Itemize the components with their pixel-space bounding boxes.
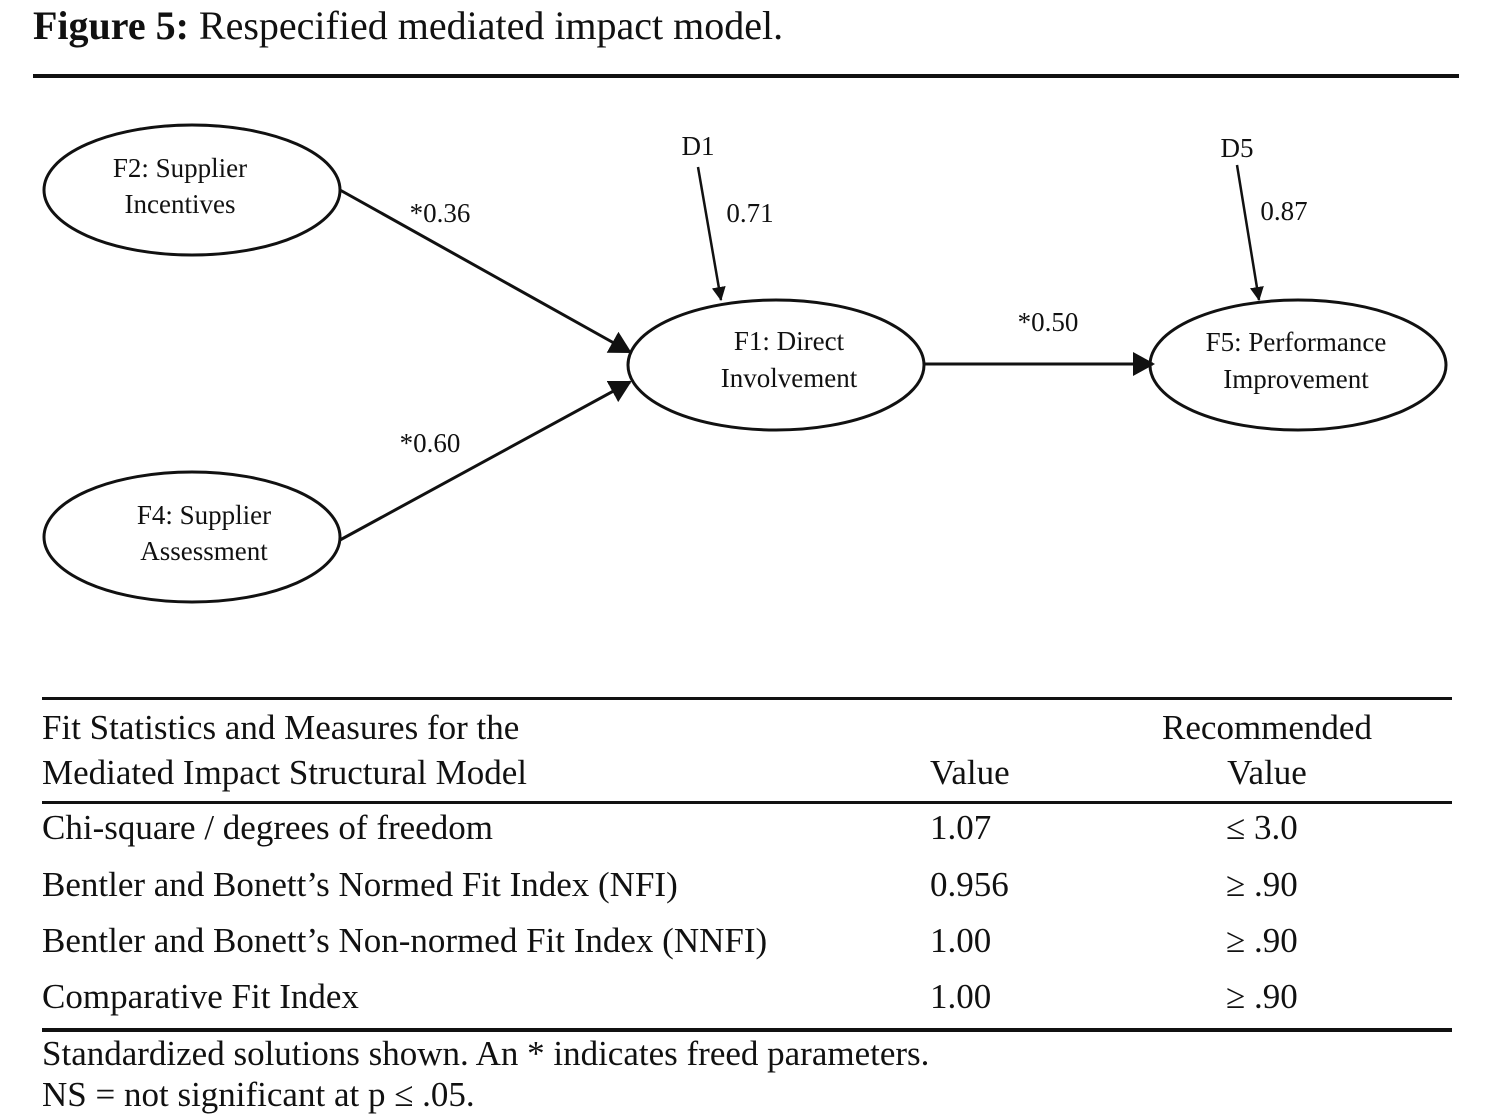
table-note-standardized: Standardized solutions shown. An * indic…: [42, 1034, 930, 1073]
coef-d5-f5: 0.87: [1260, 196, 1307, 226]
table-note-significance: NS = not significant at p ≤ .05.: [42, 1075, 475, 1114]
row-recommended: ≥ .90: [1226, 921, 1298, 960]
row-measure: Bentler and Bonett’s Non-normed Fit Inde…: [42, 921, 768, 960]
table-row: Bentler and Bonett’s Normed Fit Index (N…: [42, 857, 1450, 913]
coef-f4-f1: *0.60: [400, 428, 461, 458]
header-measure-line1: Fit Statistics and Measures for the: [42, 708, 520, 747]
figure-label: Figure 5:: [33, 3, 189, 48]
node-f4-line2: Assessment: [140, 536, 268, 566]
top-rule: [33, 74, 1459, 78]
row-recommended: ≥ .90: [1226, 865, 1298, 904]
row-measure: Comparative Fit Index: [42, 977, 359, 1016]
path-f2-to-f1: [339, 188, 632, 354]
node-f2-line1: F2: Supplier: [113, 153, 247, 183]
row-measure: Chi-square / degrees of freedom: [42, 808, 493, 847]
coef-f2-f1: *0.36: [410, 198, 471, 228]
disturbance-d5-label: D5: [1221, 133, 1254, 163]
header-recommended-line1: Recommended: [1162, 708, 1372, 747]
row-value: 1.07: [930, 808, 992, 847]
table-row: Bentler and Bonett’s Non-normed Fit Inde…: [42, 913, 1450, 969]
node-f5-line1: F5: Performance: [1206, 327, 1387, 357]
row-recommended: ≥ .90: [1226, 977, 1298, 1016]
node-f4-supplier-assessment: F4: Supplier Assessment: [42, 470, 342, 604]
path-d5-to-f5: [1235, 164, 1264, 301]
table-row: Comparative Fit Index 1.00 ≥ .90: [42, 969, 1450, 1025]
node-f2-line2: Incentives: [125, 189, 236, 219]
header-recommended-line2: Value: [1227, 753, 1307, 792]
path-diagram: F2: Supplier Incentives F4: Supplier Ass…: [42, 123, 1448, 604]
node-f1-line2: Involvement: [721, 363, 858, 393]
coef-d1-f1: 0.71: [726, 198, 773, 228]
disturbance-d1-label: D1: [682, 131, 715, 161]
table-header-rule: [42, 801, 1452, 804]
node-f1-line1: F1: Direct: [734, 326, 845, 356]
row-recommended: ≤ 3.0: [1226, 808, 1298, 847]
table-row: Chi-square / degrees of freedom 1.07 ≤ 3…: [42, 800, 1450, 856]
path-f4-to-f1: [339, 380, 632, 542]
table-bottom-rule: [42, 1028, 1452, 1032]
header-value: Value: [930, 753, 1010, 792]
node-f4-line1: F4: Supplier: [137, 500, 271, 530]
node-f2-supplier-incentives: F2: Supplier Incentives: [42, 123, 342, 257]
figure-caption-text: Respecified mediated impact model.: [198, 3, 784, 48]
figure-caption: Figure 5: Respecified mediated impact mo…: [33, 2, 783, 50]
node-f5-line2: Improvement: [1223, 364, 1369, 394]
table-top-rule: [42, 697, 1452, 700]
coef-f1-f5: *0.50: [1018, 307, 1079, 337]
node-f1-direct-involvement: F1: Direct Involvement: [626, 298, 926, 432]
node-f5-performance-improvement: F5: Performance Improvement: [1148, 298, 1448, 432]
row-value: 0.956: [930, 865, 1009, 904]
row-value: 1.00: [930, 977, 992, 1016]
path-d1-to-f1: [696, 166, 726, 301]
row-value: 1.00: [930, 921, 992, 960]
row-measure: Bentler and Bonett’s Normed Fit Index (N…: [42, 865, 678, 904]
header-measure-line2: Mediated Impact Structural Model: [42, 753, 527, 792]
